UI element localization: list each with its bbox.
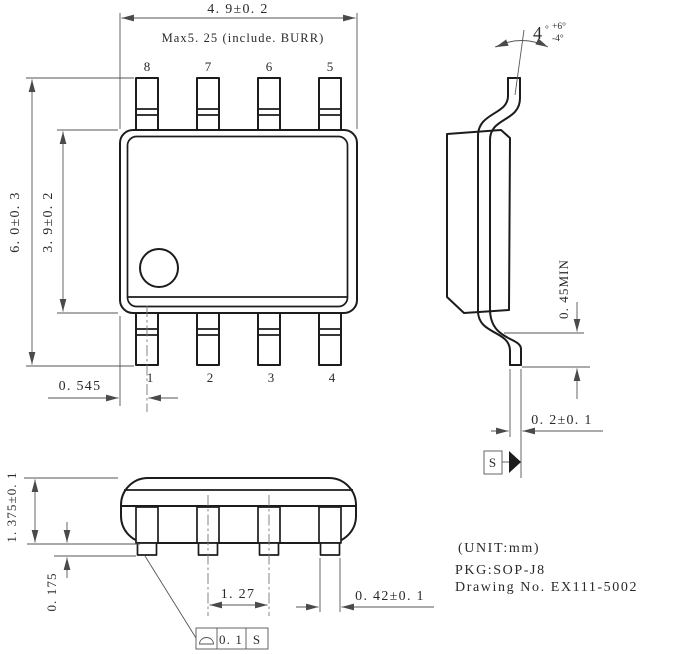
lead-thickness-dimension: 0. 2±0. 1 [491,369,603,478]
dim-lead-pitch: 1. 27 [221,587,256,602]
side-view: 4 ° +6° -4° 0. 45MIN 0. 2±0. 1 S [446,21,603,478]
pin-5 [318,77,342,131]
dim-angle-value: 4 [533,23,542,43]
dim-lead-width: 0. 42±0. 1 [355,589,425,604]
dim-body-thickness: 1. 375±0. 1 [4,471,19,542]
datum-flag: S [483,450,521,475]
tolerance-frame: 0. 1 S [144,555,269,650]
datum-box [483,450,503,475]
front-pin-1-foot [136,542,158,556]
pin-label-5: 5 [327,59,334,74]
dim-pin1-offset: 0. 545 [59,379,102,394]
front-view: 1. 375±0. 1 0. 175 1. 27 0. 42±0. 1 [4,471,434,650]
front-body-outline [120,477,357,544]
pin-label-4: 4 [329,370,336,385]
package-body-outline [119,129,358,314]
top-view-pins-upper [135,77,342,131]
package-name: PKG:SOP-J8 [455,563,546,578]
body-thickness-dimension: 1. 375±0. 1 [4,471,140,557]
front-pin-1 [135,506,159,544]
pin-4 [318,312,342,366]
lead-width-dimension: 0. 42±0. 1 [296,558,434,612]
unit-note: (UNIT:mm) [458,541,540,556]
pin-label-3: 3 [268,370,275,385]
pin-3 [257,312,281,366]
dim-foot-length: 0. 45MIN [556,259,571,319]
datum-label: S [489,455,497,470]
drawing-number: Drawing No. EX111-5002 [455,580,638,595]
pin-shoulder-lines [136,108,341,116]
flatness-symbol-icon [199,637,214,645]
top-view-pins-lower [135,312,342,366]
dim-angle-minus: -4° [552,33,564,44]
lead-pitch-dimension: 1. 27 [209,587,268,609]
front-pin-4-foot [319,542,341,556]
pin-8 [135,77,159,131]
notes-block: (UNIT:mm) PKG:SOP-J8 Drawing No. EX111-5… [455,541,638,595]
dim-total-height: 6. 0±0. 3 [8,191,23,252]
pin-label-2: 2 [207,370,214,385]
dim-standoff: 0. 175 [44,572,59,611]
pin-6 [257,77,281,131]
flatness-datum: S [253,632,261,647]
dim-body-width: 4. 9±0. 2 [207,2,268,17]
package-body-inner-outline [126,135,349,308]
gull-wing-lead [477,77,522,366]
dim-angle-degree: ° [545,24,549,35]
top-view-dimension-lines [26,13,358,406]
pin-label-7: 7 [205,59,212,74]
dim-lead-thickness: 0. 2±0. 1 [531,413,592,428]
pin-7 [196,77,220,131]
pin1-indicator-circle [139,248,179,288]
tolerance-leader-line [144,555,197,639]
pin-2 [196,312,220,366]
foot-length-dimension: 0. 45MIN [504,259,590,399]
pin-label-6: 6 [266,59,273,74]
tolerance-frame-box [195,627,269,650]
lead-angle-annotation: 4 ° +6° -4° [494,21,566,96]
flatness-value: 0. 1 [219,632,243,647]
pin-label-1: 1 [147,370,154,385]
dim-angle-plus: +6° [552,21,566,32]
dim-body-height: 3. 9±0. 2 [41,191,56,252]
pin-shoulder-lines [136,328,341,336]
standoff-dimension: 0. 175 [44,522,71,612]
dim-max-width: Max5. 25 (include. BURR) [162,31,325,45]
top-view: 8 7 6 5 1 2 3 4 4. 9±0. 2 [8,2,358,412]
datum-triangle-icon [509,451,521,473]
pin-label-8: 8 [144,59,151,74]
front-pin-4 [318,506,342,544]
